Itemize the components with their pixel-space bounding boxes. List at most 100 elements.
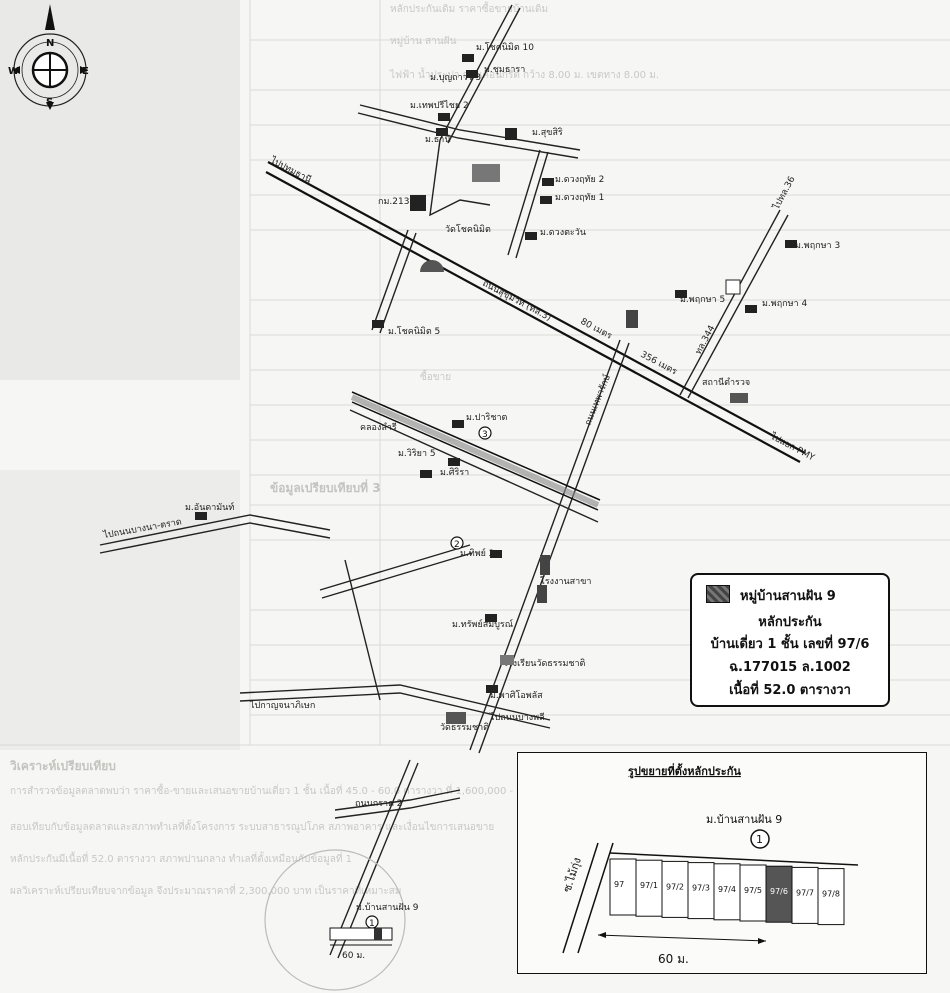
legend-line-4: เนื้อที่ 52.0 ตารางวา bbox=[729, 683, 851, 698]
bottom-cross-b bbox=[334, 797, 461, 819]
marker-2-label: 2 bbox=[454, 540, 460, 550]
compass-n: N bbox=[46, 38, 54, 49]
canal-road bbox=[349, 409, 599, 523]
plot bbox=[713, 863, 741, 921]
legend-box: หมู่บ้านสานฝัน 9 หลักประกัน บ้านเดี่ยว 1… bbox=[690, 573, 890, 707]
plot-label: 97/4 bbox=[718, 885, 736, 894]
bg-analysis-3: หลักประกันมีเนื้อที่ 52.0 ตารางวา สภาพปา… bbox=[10, 851, 352, 865]
marker-1-label: 1 bbox=[369, 919, 375, 929]
place-label: โรงงานสาขา bbox=[540, 576, 591, 587]
west-road-a bbox=[99, 514, 331, 546]
east-road-a bbox=[359, 104, 581, 151]
bg-section-3: ข้อมูลเปรียบเทียบที่ 3 bbox=[270, 479, 381, 496]
sw-road-b bbox=[379, 232, 417, 334]
south-road-b bbox=[239, 692, 551, 729]
bottom-village: ม.บ้านสานฝัน 9 bbox=[356, 902, 419, 913]
place-label: ม.โชคนิมิต 5 bbox=[388, 326, 440, 337]
route-344-a bbox=[679, 209, 781, 396]
plot bbox=[687, 862, 715, 920]
bg-analysis-title: วิเคราะห์เปรียบเทียบ bbox=[10, 759, 116, 773]
place-label: วัดธรรมชาติ bbox=[440, 722, 489, 733]
legend-line-2: บ้านเดี่ยว 1 ชั้น เลขที่ 97/6 bbox=[710, 637, 870, 652]
label-to-36: ไปทล.36 bbox=[770, 174, 797, 212]
place-label: ม.ศิริรา bbox=[440, 467, 469, 478]
marker-1: 1 bbox=[365, 915, 379, 929]
label-kanchana: ไปกาญจนาภิเษก bbox=[249, 700, 315, 711]
sukhumvit-road-a bbox=[267, 161, 806, 454]
place-label: ม.ดวงฤทัย 2 bbox=[555, 175, 604, 185]
bg-analysis-1: การสำรวจข้อมูลตลาดพบว่า ราคาซื้อ-ขายและเ… bbox=[10, 783, 589, 797]
label-pathum: ไปปทุมธานี bbox=[268, 154, 313, 185]
place-label: โรงเรียนวัดธรรมชาติ bbox=[503, 658, 586, 669]
bottom-cross-a bbox=[334, 789, 461, 811]
bg-row-4: ซื้อขาย bbox=[420, 369, 451, 383]
v-road bbox=[344, 559, 381, 701]
plot bbox=[635, 859, 663, 917]
place-label: ม.ทรัพย์สมบูรณ์ bbox=[452, 618, 513, 630]
place-label: วัดโชคนิมิต bbox=[445, 224, 491, 235]
inset-title: รูปขยายที่ตั้งหลักประกัน bbox=[628, 763, 741, 779]
plot-label: 97/1 bbox=[640, 881, 658, 890]
bg-row-3: ไฟฟ้า น้ำประปา ถนนคอนกรีต กว้าง 8.00 ม. … bbox=[389, 67, 659, 81]
compass-icon: N S W E bbox=[8, 4, 89, 110]
collateral-swatch bbox=[706, 585, 730, 603]
bottom-dimension: 60 ม. bbox=[342, 951, 365, 961]
place-label: ม.เทพปรีไชย 2 bbox=[410, 100, 469, 111]
inset-svg: รูปขยายที่ตั้งหลักประกัน ม.บ้านสานฝัน 9 … bbox=[560, 763, 859, 966]
route-344-b bbox=[687, 214, 789, 399]
legend-line-3: ฉ.177015 ล.1002 bbox=[729, 660, 851, 675]
place-label: ม.ชุมธารา bbox=[484, 65, 525, 75]
inset-map: รูปขยายที่ตั้งหลักประกัน ม.บ้านสานฝัน 9 … bbox=[517, 752, 927, 974]
inset-road: ซ.ไม้กุ่ง bbox=[560, 856, 583, 894]
place-label: ม.พฤกษา 4 bbox=[762, 299, 807, 309]
north-road-b bbox=[447, 7, 521, 144]
label-dist-80: 80 เมตร bbox=[579, 317, 614, 342]
bg-row-2: หมู่บ้าน สานฝัน bbox=[390, 35, 457, 47]
dt-road-a bbox=[507, 149, 541, 256]
east-road-b bbox=[357, 112, 579, 159]
place-label: ม.พฤกษา 3 bbox=[795, 241, 840, 251]
plot-label: 97/8 bbox=[822, 890, 840, 899]
thepharak-b bbox=[478, 342, 630, 754]
place-label: ม.วิริยา 5 bbox=[398, 448, 436, 459]
plot-label: 97/2 bbox=[666, 882, 684, 891]
marker-3-label: 3 bbox=[482, 430, 488, 440]
place-label: ม.พฤกษา 5 bbox=[680, 295, 725, 305]
place-label: ม.ธานี bbox=[425, 134, 451, 145]
place-label: ม.พาศิโอพลัส bbox=[490, 690, 543, 701]
bottom-road-a bbox=[329, 759, 411, 956]
label-km213: กม.213 bbox=[378, 197, 409, 207]
marker-2: 2 bbox=[450, 536, 464, 550]
plot bbox=[791, 866, 819, 924]
bg-analysis-4: ผลวิเคราะห์เปรียบเทียบจากข้อมูล จึงประมา… bbox=[10, 883, 401, 897]
legend-title: หมู่บ้านสานฝัน 9 bbox=[740, 589, 836, 604]
place-label: ม.ปาริชาต bbox=[466, 412, 508, 423]
compass-w: W bbox=[8, 66, 19, 77]
plot-label: 97/3 bbox=[692, 884, 710, 893]
label-bangphli: ไปถนนบางพลี bbox=[489, 712, 545, 723]
place-label: ม.ดวงฤทัย 1 bbox=[555, 193, 604, 203]
inset-dimension: 60 ม. bbox=[658, 952, 689, 966]
compass-s: S bbox=[46, 97, 53, 108]
places: ม.โชคนิมิต 10 ม.บุญถาวร 3 ม.ชุมธารา ม.เท… bbox=[185, 42, 840, 733]
roads bbox=[99, 4, 806, 991]
plot bbox=[609, 858, 637, 916]
wat-road bbox=[429, 139, 491, 217]
plot-label: 97/5 bbox=[744, 886, 762, 895]
place-label: ม.สุขสิริ bbox=[532, 127, 563, 138]
place-label: ม.บุญถาวร 3 bbox=[430, 73, 481, 83]
sw-road-a bbox=[371, 229, 409, 331]
mid-road-b bbox=[321, 552, 473, 599]
thepharak-a bbox=[469, 339, 621, 751]
plot-label: 97 bbox=[614, 880, 624, 889]
bottom-mini-map: ม.บ้านสานฝัน 9 ถนนกราด 2 60 ม. bbox=[329, 799, 419, 961]
west-road-b bbox=[99, 522, 331, 554]
bottom-road-b bbox=[337, 762, 419, 959]
bottom-road: ถนนกราด 2 bbox=[355, 799, 403, 809]
place-label: ม.อันดามันท์ bbox=[185, 501, 234, 513]
inset-marker: 1 bbox=[756, 833, 763, 846]
inset-village: ม.บ้านสานฝัน 9 bbox=[706, 813, 782, 826]
plot bbox=[739, 864, 767, 922]
label-sukhumvit: ถนนสุขุมวิท (ทล.3) bbox=[481, 278, 553, 324]
